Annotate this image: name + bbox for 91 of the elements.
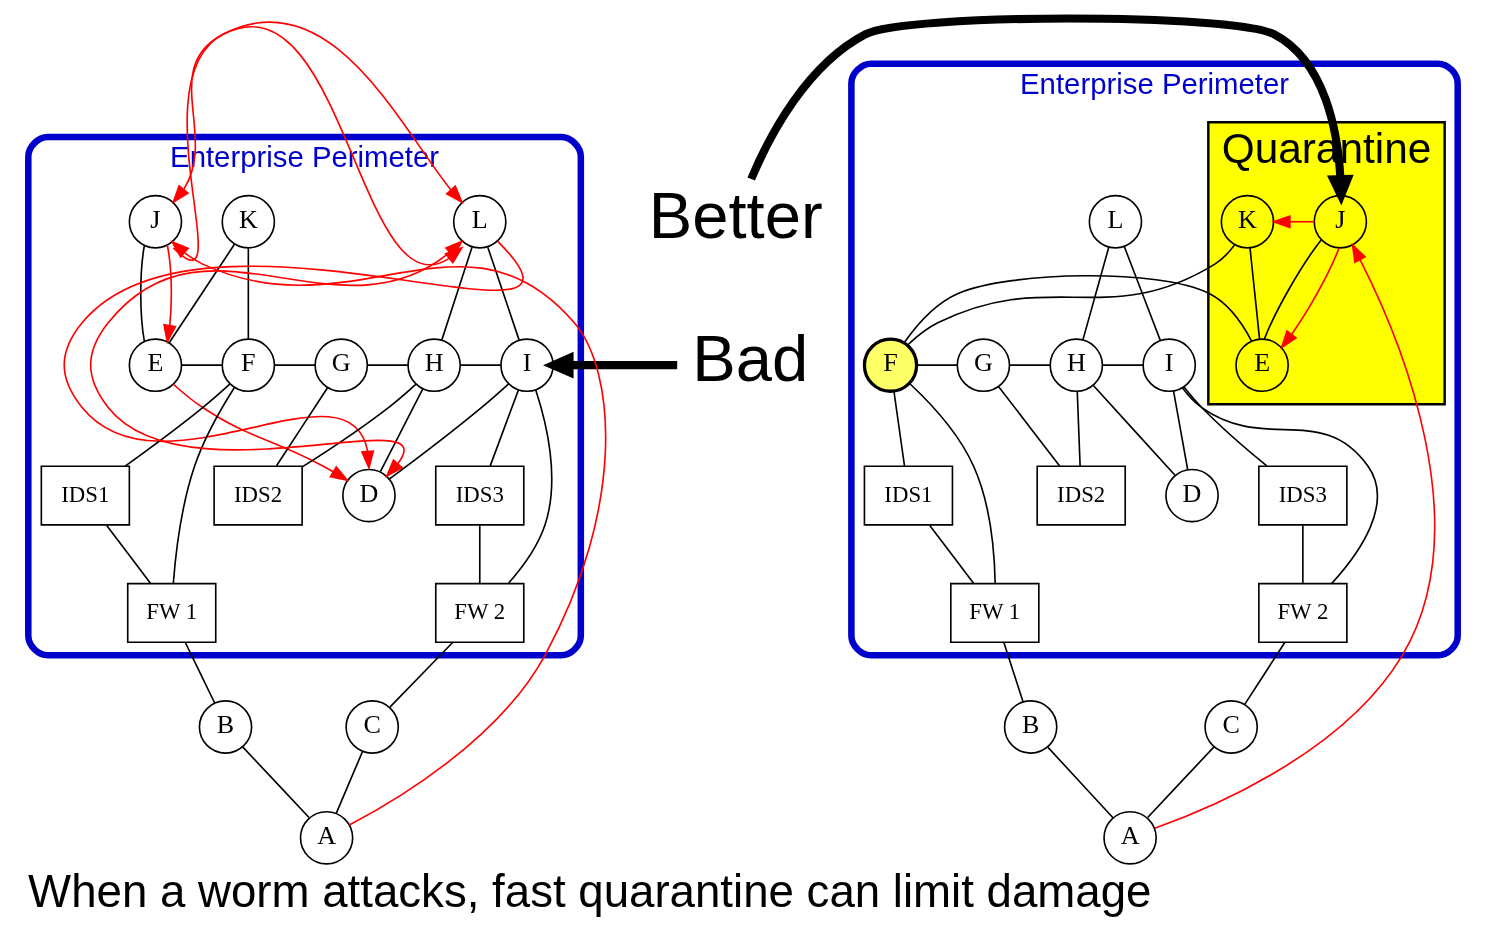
arrow xyxy=(1271,214,1316,229)
connector xyxy=(997,385,1061,467)
arrow xyxy=(163,243,177,344)
node-circle: F xyxy=(221,337,276,392)
arrow xyxy=(170,239,607,826)
arrow xyxy=(172,382,350,482)
node-circle: J xyxy=(128,194,183,249)
connector xyxy=(301,382,417,467)
connector xyxy=(1302,524,1304,584)
connector xyxy=(139,244,146,342)
connector xyxy=(1249,246,1261,340)
connector xyxy=(489,388,520,467)
arrow xyxy=(543,351,678,379)
connector xyxy=(1263,238,1322,340)
node-circle: A xyxy=(1103,810,1157,865)
node-text: Bad xyxy=(692,321,809,395)
connector xyxy=(172,386,235,584)
node-box: FW 1 xyxy=(126,582,217,643)
node-circle: K xyxy=(221,194,276,249)
arrow xyxy=(1280,247,1340,349)
connector xyxy=(275,386,329,467)
connector xyxy=(915,363,959,366)
connector xyxy=(180,363,224,366)
connector xyxy=(389,641,454,708)
connector xyxy=(1101,363,1144,366)
arrow xyxy=(171,20,464,204)
connector xyxy=(478,524,481,584)
node-circle: H xyxy=(407,337,462,392)
arrow xyxy=(1153,242,1436,829)
node-circle: C xyxy=(1204,699,1259,754)
node-circle: D xyxy=(1165,468,1219,522)
node-circle: I xyxy=(1142,337,1197,392)
connector xyxy=(1082,245,1110,340)
node-circle: B xyxy=(1003,699,1058,754)
node-box: FW 1 xyxy=(950,582,1040,643)
connector xyxy=(241,745,310,818)
node-box: FW 2 xyxy=(1258,582,1348,643)
connector xyxy=(1183,385,1268,467)
connector xyxy=(903,274,1253,343)
node-box: IDS2 xyxy=(213,464,303,526)
connector xyxy=(1003,641,1024,702)
connector xyxy=(459,363,502,366)
connector xyxy=(1243,641,1286,705)
node-circle: E xyxy=(1235,337,1289,392)
connector xyxy=(273,363,316,366)
node-circle: D xyxy=(342,468,396,522)
node-box: IDS3 xyxy=(1258,464,1348,526)
node-circle: A xyxy=(299,810,354,865)
connector xyxy=(893,390,906,467)
connector xyxy=(1092,384,1177,476)
node-circle: I xyxy=(500,337,554,392)
node-circle: F xyxy=(862,336,919,393)
connector xyxy=(507,388,553,584)
connector xyxy=(105,524,152,584)
node-box: IDS1 xyxy=(40,464,131,526)
connector xyxy=(124,382,231,467)
node-circle: E xyxy=(128,337,183,392)
connector xyxy=(1181,386,1379,584)
connector xyxy=(388,382,510,480)
connector xyxy=(1172,390,1189,470)
node-circle: K xyxy=(1220,194,1275,249)
node-circle: B xyxy=(198,699,253,754)
connector xyxy=(909,382,996,584)
connector xyxy=(366,363,409,366)
node-circle: G xyxy=(956,337,1011,392)
connector xyxy=(1146,745,1215,818)
connector xyxy=(1076,390,1081,467)
connector xyxy=(168,242,236,344)
node-circle: L xyxy=(1088,194,1143,249)
node-circle: C xyxy=(345,699,400,754)
node-box: IDS2 xyxy=(1036,464,1126,526)
connector xyxy=(1008,363,1052,366)
connector xyxy=(379,387,424,472)
caption: When a worm attacks, fast quarantine can limit damage xyxy=(28,865,1152,917)
connector xyxy=(928,524,975,584)
node-circle: L xyxy=(452,194,507,249)
node-box: IDS3 xyxy=(434,464,525,526)
connector xyxy=(1123,245,1162,341)
arrow xyxy=(747,13,1354,206)
node-circle: J xyxy=(1313,194,1368,249)
connector xyxy=(247,247,250,340)
connector xyxy=(335,750,364,814)
node-text: Better xyxy=(648,178,823,252)
arrow xyxy=(63,240,523,470)
connector xyxy=(487,245,520,341)
node-circle: G xyxy=(314,337,369,392)
connector xyxy=(1047,746,1114,818)
node-circle: H xyxy=(1049,337,1104,392)
node-box: IDS1 xyxy=(863,464,954,526)
connector xyxy=(906,243,1236,346)
node-box: FW 2 xyxy=(434,582,525,643)
